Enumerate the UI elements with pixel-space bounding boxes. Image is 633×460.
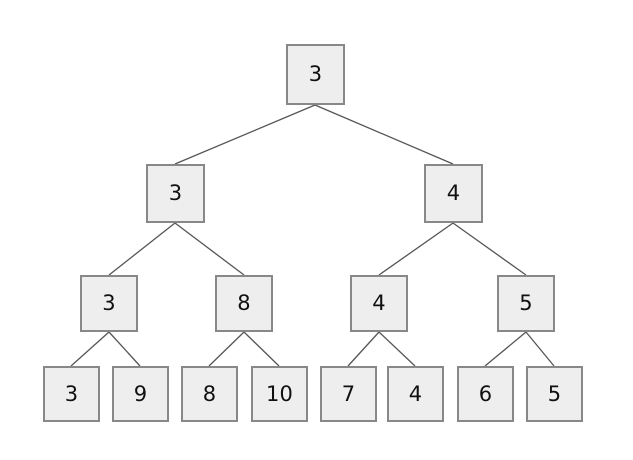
tree-node-label: 8 [237, 291, 251, 315]
tree-node-label: 5 [547, 381, 562, 406]
tree-edge [378, 222, 454, 276]
tree-node[interactable]: 3 [286, 44, 345, 105]
tree-node[interactable]: 8 [215, 275, 273, 332]
tree-node[interactable]: 5 [497, 275, 555, 332]
tree-edge [452, 222, 527, 276]
tree-node[interactable]: 3 [80, 275, 138, 332]
tree-node[interactable]: 4 [387, 366, 444, 422]
tree-node-label: 9 [133, 381, 148, 406]
tree-edge [208, 331, 245, 367]
tree-edge [314, 104, 454, 165]
tree-node[interactable]: 3 [146, 164, 205, 223]
tree-node[interactable]: 9 [112, 366, 169, 422]
tree-edge [484, 331, 527, 367]
tree-node[interactable]: 7 [320, 366, 377, 422]
tree-node[interactable]: 5 [526, 366, 583, 422]
tree-node[interactable]: 4 [350, 275, 408, 332]
tree-node-label: 4 [446, 181, 461, 205]
tree-edge [525, 331, 555, 367]
tree-edge [108, 331, 141, 367]
tree-node[interactable]: 6 [457, 366, 514, 422]
tree-edge [70, 331, 110, 367]
tree-node-label: 7 [341, 381, 356, 406]
tree-node[interactable]: 10 [251, 366, 308, 422]
tree-node-label: 5 [519, 291, 533, 315]
tree-node-label: 3 [168, 181, 183, 205]
tree-edge [347, 331, 380, 367]
tree-node-label: 3 [64, 381, 79, 406]
tree-node-label: 4 [372, 291, 386, 315]
tree-node-label: 3 [308, 62, 323, 86]
tree-edge [174, 222, 245, 276]
tree-node-label: 10 [265, 381, 294, 406]
tree-edge [174, 104, 316, 165]
tree-edge [378, 331, 416, 367]
tree-node[interactable]: 8 [181, 366, 238, 422]
tree-node-label: 6 [478, 381, 493, 406]
tree-node-label: 8 [202, 381, 217, 406]
tree-node[interactable]: 3 [43, 366, 100, 422]
tree-edge [243, 331, 280, 367]
tree-node-label: 3 [102, 291, 116, 315]
tree-node-label: 4 [408, 381, 423, 406]
tree-edge [108, 222, 176, 276]
tree-node[interactable]: 4 [424, 164, 483, 223]
